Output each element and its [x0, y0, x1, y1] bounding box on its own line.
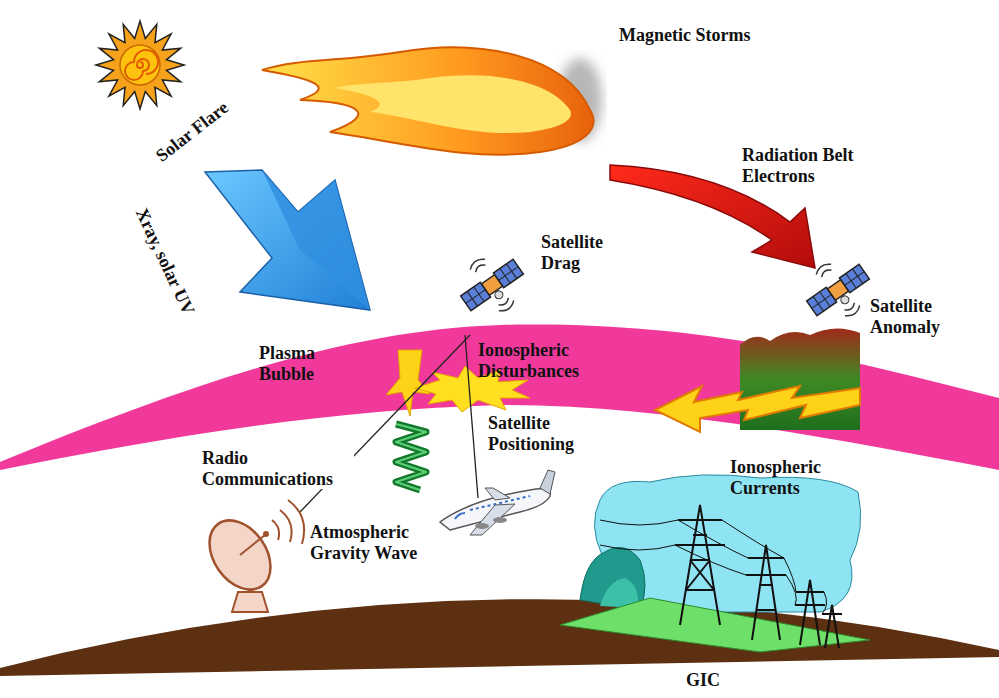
radio-label: Radio Communications — [200, 448, 354, 489]
satellite-icon — [795, 248, 881, 332]
drag-label: Satellite Drag — [541, 232, 631, 273]
ionosphere-band — [0, 325, 999, 470]
airplane — [440, 470, 555, 535]
radio-dish — [197, 500, 304, 612]
gravity-wave-core — [396, 424, 426, 490]
signal-line — [465, 335, 478, 498]
xray-arrow — [205, 170, 370, 310]
gravity-wave-label: Atmospheric Gravity Wave — [310, 522, 445, 563]
storm-label: Magnetic Storms — [619, 25, 750, 46]
radiation-label: Radiation Belt Electrons — [742, 145, 882, 186]
disturbance-label: Ionospheric Disturbances — [478, 340, 613, 381]
currents-label: Ionospheric Currents — [730, 457, 860, 498]
current-arrow — [655, 386, 860, 432]
gic-label: GIC — [686, 670, 720, 691]
solar-flare — [262, 47, 602, 154]
anomaly-label: Satellite Anomaly — [870, 296, 970, 337]
xray-label: Xray, solar UV — [131, 205, 198, 318]
flare-label: Solar Flare — [152, 97, 232, 166]
gravity-wave — [396, 424, 426, 490]
bubble-label: Plasma Bubble — [259, 343, 339, 384]
positioning-label: Satellite Positioning — [488, 413, 598, 454]
sun-icon — [96, 21, 184, 109]
power-grid — [560, 475, 870, 652]
satellite-icon — [449, 243, 535, 327]
